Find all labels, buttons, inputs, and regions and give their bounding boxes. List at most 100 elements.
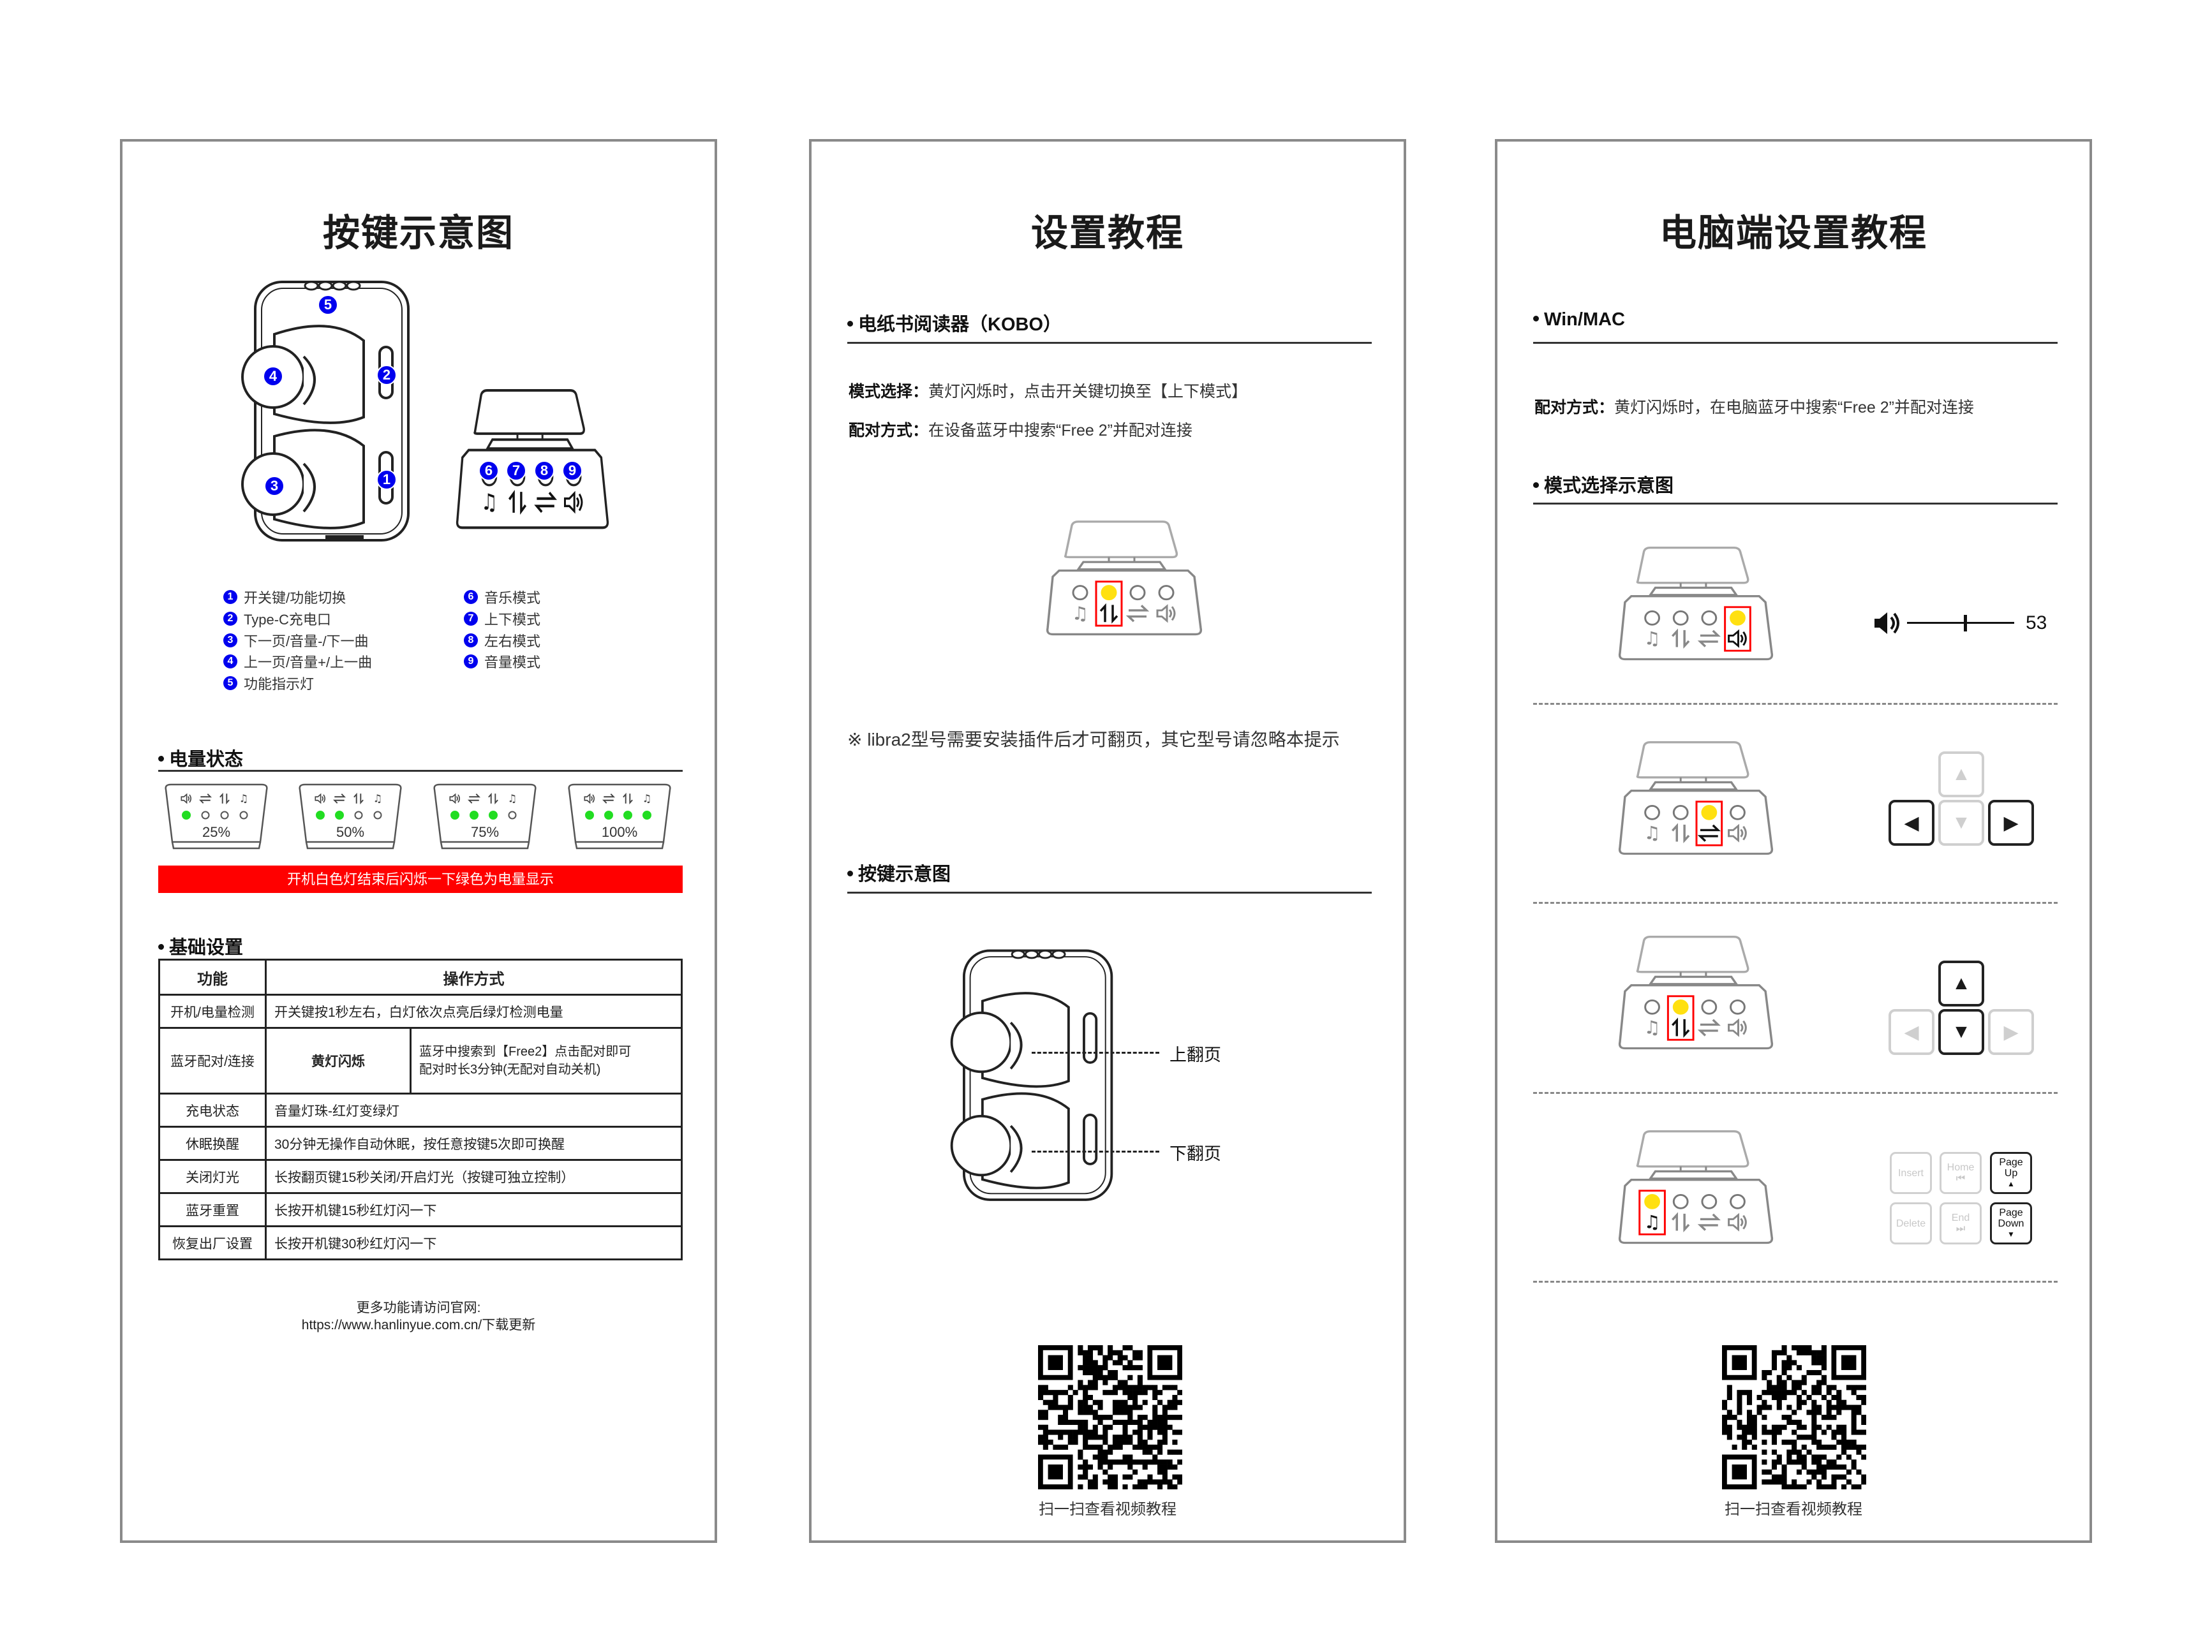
mode-led	[1730, 610, 1746, 626]
up-down-icon	[1099, 603, 1118, 624]
pair-label: 配对方式：	[849, 422, 929, 439]
highlight-box	[1666, 995, 1695, 1041]
left-right-icon	[1697, 1019, 1721, 1036]
down-triangle-icon: ▼	[2007, 1229, 2015, 1239]
mode-led	[1701, 1194, 1718, 1209]
key-label: Delete	[1896, 1218, 1926, 1229]
key-label: Up	[2004, 1167, 2018, 1179]
battery-led	[585, 811, 594, 820]
pedal-cap	[1636, 741, 1749, 779]
battery-led	[604, 811, 613, 820]
settings-heading: 基础设置	[158, 933, 243, 959]
legend-label: 功能指示灯	[244, 676, 315, 692]
pair-label: 配对方式：	[1534, 399, 1615, 417]
delete-key: Delete	[1890, 1202, 1932, 1244]
table-cell-function: 蓝牙配对/连接	[158, 1027, 267, 1095]
battery-box: ♫75%	[433, 783, 537, 850]
battery-percent: 25%	[202, 824, 230, 840]
website-link[interactable]: https://www.hanlinyue.com.cn/下载更新	[301, 1318, 536, 1332]
table-cell-operation: 30分钟无操作自动休眠，按任意按键5次即可换醒	[265, 1126, 683, 1161]
battery-heading: 电量状态	[158, 744, 243, 771]
legend-badge: 6	[464, 590, 478, 604]
table-row: 蓝牙配对/连接 黄灯闪烁 蓝牙中搜索到【Free2】点击配对即可 配对时长3分钟…	[158, 1027, 683, 1095]
highlight-box	[1695, 800, 1723, 846]
mode-led	[1644, 805, 1660, 820]
table-cell-operation: 长按开机键15秒红灯闪一下	[265, 1192, 683, 1227]
speaker-icon	[1728, 629, 1747, 648]
up-down-icon	[508, 490, 527, 515]
pedal-cap	[1636, 1130, 1749, 1168]
badge-5: 5	[318, 295, 338, 315]
dashed-divider	[1533, 1092, 2058, 1094]
end-icon: ⏭	[1956, 1223, 1966, 1234]
section-heading: Win/MAC	[1533, 309, 1625, 330]
up-down-icon	[1671, 628, 1690, 649]
speaker-icon	[1874, 612, 1899, 634]
battery-led	[623, 811, 632, 820]
mode-led	[1672, 999, 1689, 1015]
battery-led	[450, 811, 459, 820]
key-label: Page	[1999, 1156, 2023, 1168]
battery-led	[489, 811, 498, 820]
table-row: 恢复出厂设置长按开机键30秒红灯闪一下	[158, 1225, 683, 1260]
mode-led	[1072, 585, 1088, 601]
arrow-down-key: ▼	[1938, 800, 1984, 846]
left-right-icon	[1125, 605, 1150, 623]
mode-led	[1644, 1194, 1660, 1209]
badge-8: 8	[534, 461, 554, 481]
legend-label: 下一页/音量-/下一曲	[244, 633, 369, 649]
divider	[1533, 503, 2058, 505]
end-key: End⏭	[1940, 1202, 1982, 1244]
battery-led	[239, 811, 248, 820]
battery-led	[182, 811, 191, 820]
legend-label: 音量模式	[484, 654, 541, 670]
pedal-illustration: ♫	[455, 386, 611, 535]
mode-led	[1701, 610, 1718, 626]
pairing-text: 配对方式：黄灯闪烁时，在电脑蓝牙中搜索“Free 2”并配对连接	[1534, 395, 1974, 418]
panel-title: 设置教程	[1030, 212, 1184, 254]
badge-6: 6	[479, 461, 499, 481]
up-down-icon	[1671, 1017, 1690, 1038]
battery-led	[373, 811, 382, 820]
legend-badge: 7	[464, 612, 478, 626]
pair-value: 在设备蓝牙中搜索“Free 2”并配对连接	[928, 422, 1192, 439]
table-cell-operation: 蓝牙中搜索到【Free2】点击配对即可 配对时长3分钟(无配对自动关机)	[410, 1027, 683, 1095]
panel-button-diagram: 按键示意图 5 4 2 3 1	[120, 139, 717, 1543]
qr-code[interactable]	[1722, 1345, 1867, 1490]
slider-knob[interactable]	[1964, 615, 1968, 631]
qr-code[interactable]	[1038, 1345, 1183, 1490]
battery-led	[642, 811, 651, 820]
speaker-icon	[315, 793, 325, 804]
arrow-up-key: ▲	[1938, 961, 1984, 1007]
battery-level-25: ♫25%	[162, 783, 271, 852]
legend-label: 左右模式	[484, 633, 541, 649]
up-down-icon	[488, 792, 498, 805]
divider	[158, 770, 683, 772]
page-up-pointer	[1032, 1052, 1159, 1054]
volume-slider[interactable]: 53	[1871, 607, 2062, 639]
table-cell-function: 开机/电量检测	[158, 994, 267, 1029]
speaker-icon	[584, 793, 595, 804]
pair-value: 黄灯闪烁时，在电脑蓝牙中搜索“Free 2”并配对连接	[1614, 399, 1974, 417]
section-heading-text: 电纸书阅读器（KOBO）	[858, 314, 1062, 335]
device-drawing	[241, 281, 410, 542]
speaker-icon	[449, 793, 460, 804]
table-header-row: 功能 操作方式	[158, 959, 683, 996]
legend-badge: 4	[223, 654, 237, 668]
left-right-icon	[602, 793, 616, 804]
battery-percent: 75%	[471, 824, 499, 840]
battery-led	[316, 811, 325, 820]
pedal-drawing: ♫	[456, 388, 609, 529]
table-row: 关闭灯光长按翻页键15秒关闭/开启灯光（按键可独立控制）	[158, 1159, 683, 1194]
pedal-mode-up-down: ♫	[1617, 933, 1776, 1054]
legend-badge: 8	[464, 633, 478, 647]
insert-key: Insert	[1890, 1152, 1932, 1194]
music-note-icon: ♫	[1644, 1211, 1661, 1232]
music-note-icon: ♫	[642, 793, 652, 805]
arrow-right-key: ▶	[1988, 800, 2034, 846]
section-heading-text: 模式选择示意图	[1544, 476, 1674, 496]
pedal-mode-music: ♫	[1617, 1128, 1776, 1249]
footer: 更多功能请访问官网: https://www.hanlinyue.com.cn/…	[122, 1299, 715, 1334]
dashed-divider	[1533, 902, 2058, 904]
